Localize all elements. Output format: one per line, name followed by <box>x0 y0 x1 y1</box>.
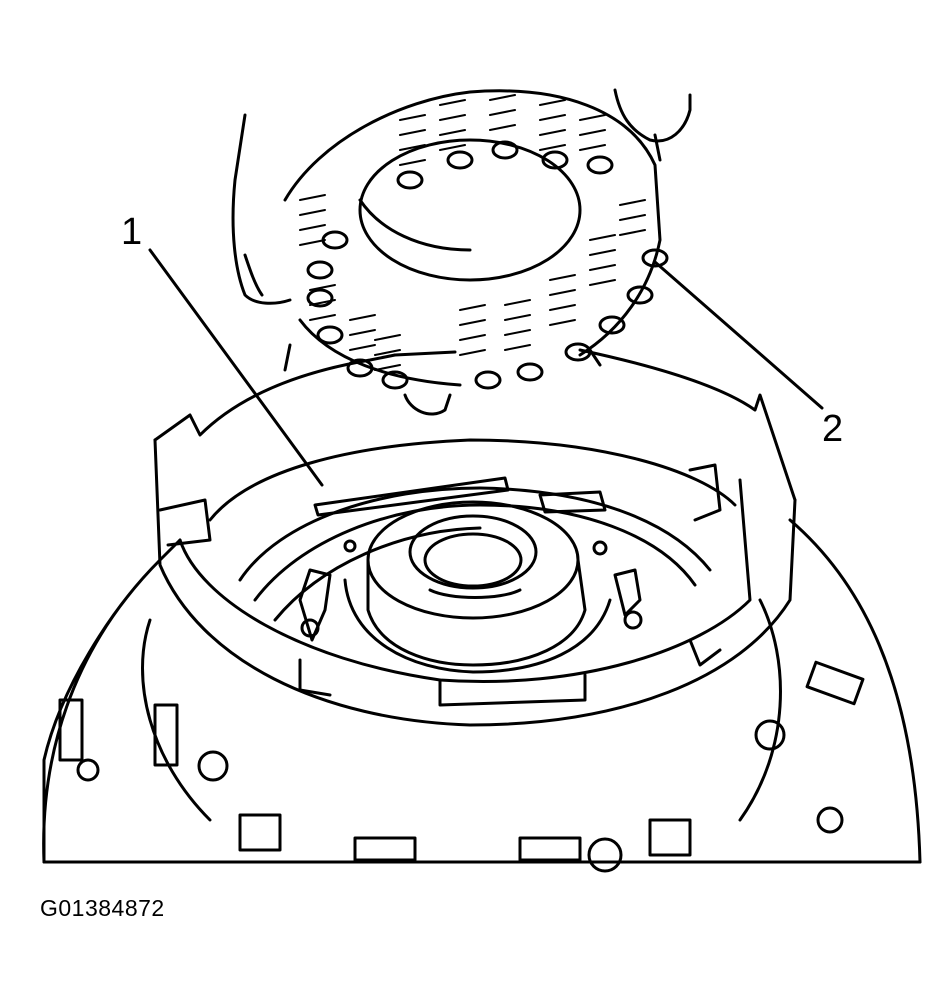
callout-1-leader <box>148 248 324 487</box>
callout-2-label: 2 <box>822 408 844 450</box>
return-springs <box>299 94 669 390</box>
clutch-drum <box>153 343 797 727</box>
callout-2-leader <box>653 260 824 410</box>
figure-id-code: G01384872 <box>40 895 165 921</box>
callout-1-label: 1 <box>121 211 143 253</box>
spring-retainer-assembly <box>283 89 669 390</box>
outer-flange <box>42 518 922 873</box>
center-hub <box>343 500 612 674</box>
retainer-clips <box>298 539 643 642</box>
piston-grooves <box>238 476 712 622</box>
hands <box>231 88 692 416</box>
